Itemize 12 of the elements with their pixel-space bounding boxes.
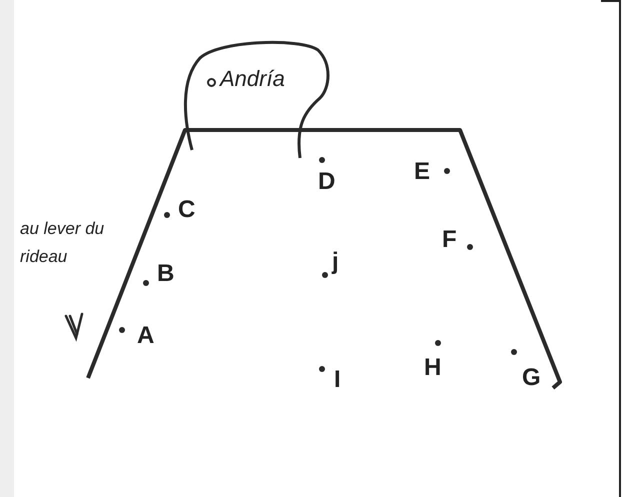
position-letter: A <box>137 324 154 348</box>
position-letter: D <box>318 170 336 194</box>
position-letter: j <box>332 250 339 274</box>
position-letter: H <box>424 356 442 380</box>
position-letter: B <box>157 262 174 286</box>
stage-note: au lever du rideau <box>20 218 106 268</box>
position-letter: E <box>414 160 430 184</box>
position-letter: I <box>334 368 341 392</box>
character-name: Andría <box>220 65 285 93</box>
position-letter: F <box>442 228 457 252</box>
position-letter: C <box>178 198 196 222</box>
position-letter: G <box>522 366 541 390</box>
